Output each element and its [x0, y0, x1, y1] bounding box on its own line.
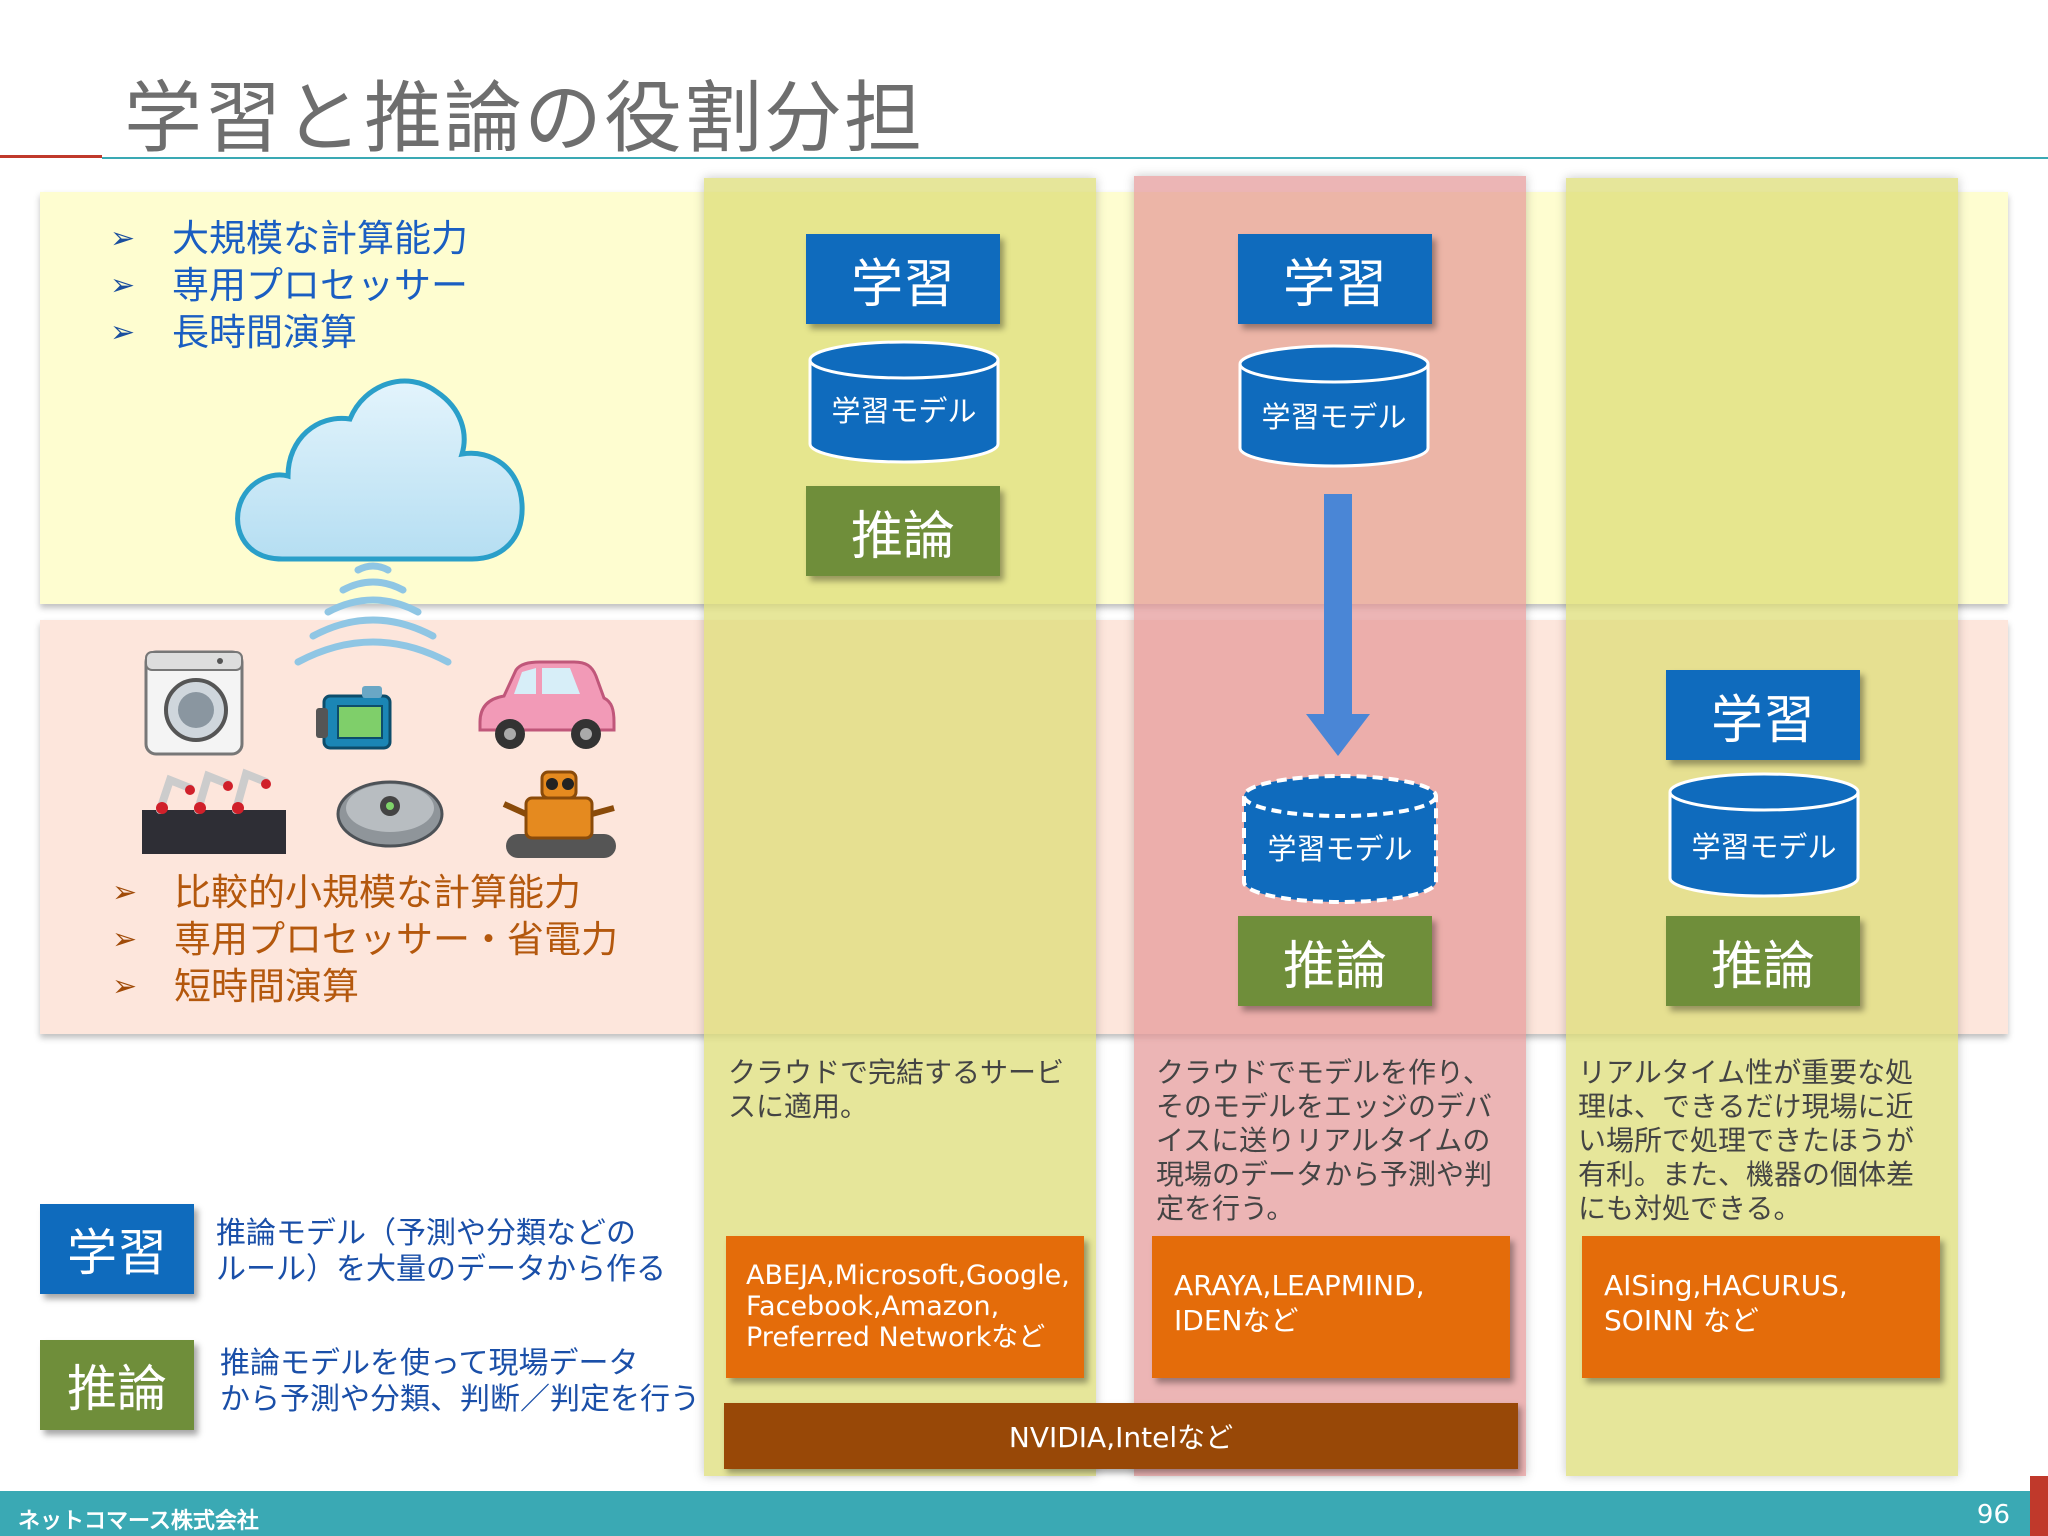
- company-name: ネットコマース株式会社: [18, 1509, 259, 1534]
- model-cylinder: 学習モデル: [806, 338, 1002, 466]
- list-item: ➢専用プロセッサー・省電力: [112, 918, 618, 961]
- cloud-icon: [235, 378, 525, 562]
- vendor-box: AISing,HACURUS, SOINN など: [1582, 1236, 1940, 1378]
- learning-box: 学習: [806, 234, 1000, 324]
- industrial-robot-icon: [142, 768, 286, 854]
- page-number: 96: [1976, 1500, 2010, 1530]
- hardware-vendors-bar: NVIDIA,Intelなど: [724, 1403, 1518, 1469]
- footer-accent: [2030, 1476, 2048, 1536]
- model-cylinder-dashed: 学習モデル: [1240, 772, 1440, 906]
- list-item: ➢長時間演算: [110, 311, 357, 354]
- list-item: ➢短時間演算: [112, 965, 359, 1008]
- legend-inference-description: 推論モデルを使って現場データ から予測や分類、判断／判定を行う: [220, 1346, 700, 1417]
- title-underline-accent: [0, 155, 102, 158]
- column-description: リアルタイム性が重要な処 理は、できるだけ現場に近 い場所で処理できたほうが 有…: [1578, 1056, 1915, 1225]
- legend-learning-description: 推論モデル（予測や分類などの ルール）を大量のデータから作る: [216, 1216, 666, 1287]
- vendor-box: ARAYA,LEAPMIND, IDENなど: [1152, 1236, 1510, 1378]
- model-cylinder: 学習モデル: [1236, 342, 1432, 470]
- inference-box: 推論: [806, 486, 1000, 576]
- washing-machine-icon: [144, 650, 244, 756]
- page-title: 学習と推論の役割分担: [124, 74, 925, 164]
- list-item: ➢専用プロセッサー: [110, 264, 468, 307]
- bullet-arrow-icon: ➢: [112, 922, 138, 957]
- camera-icon: [316, 686, 392, 750]
- bullet-arrow-icon: ➢: [112, 875, 138, 910]
- footer-bar: [0, 1491, 2048, 1536]
- title-underline: [102, 157, 2048, 159]
- column-description: クラウドでモデルを作り、 そのモデルをエッジのデバ イスに送りリアルタイムの 現…: [1156, 1056, 1493, 1225]
- crawler-robot-icon: [502, 770, 616, 858]
- inference-box: 推論: [1666, 916, 1860, 1006]
- learning-box: 学習: [1666, 670, 1860, 760]
- legend-inference-box: 推論: [40, 1340, 194, 1430]
- bullet-arrow-icon: ➢: [110, 268, 136, 303]
- cloud-feature-list: ➢大規模な計算能力 ➢専用プロセッサー ➢長時間演算: [110, 215, 468, 356]
- column-description: クラウドで完結するサービ スに適用。: [728, 1056, 1065, 1123]
- learning-box: 学習: [1238, 234, 1432, 324]
- robot-vacuum-icon: [336, 780, 444, 848]
- bullet-arrow-icon: ➢: [112, 969, 138, 1004]
- bullet-arrow-icon: ➢: [110, 221, 136, 256]
- inference-box: 推論: [1238, 916, 1432, 1006]
- list-item: ➢比較的小規模な計算能力: [112, 871, 581, 914]
- model-cylinder: 学習モデル: [1666, 770, 1862, 900]
- edge-feature-list: ➢比較的小規模な計算能力 ➢専用プロセッサー・省電力 ➢短時間演算: [112, 869, 618, 1010]
- legend-learning-box: 学習: [40, 1204, 194, 1294]
- car-icon: [478, 660, 616, 749]
- bullet-arrow-icon: ➢: [110, 315, 136, 350]
- wifi-signal-icon: [294, 562, 452, 666]
- arrow-down-icon: [1306, 494, 1370, 756]
- vendor-box: ABEJA,Microsoft,Google, Facebook,Amazon,…: [726, 1236, 1084, 1378]
- list-item: ➢大規模な計算能力: [110, 217, 468, 260]
